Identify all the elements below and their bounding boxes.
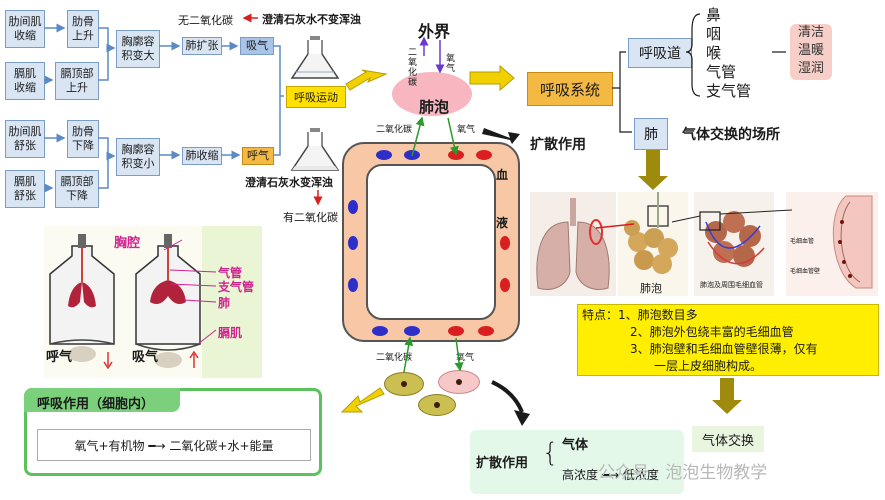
diffusion-box-label: 扩散作用 [476,456,529,471]
feature-line-1: 特点：1、肺泡数目多 [582,308,698,322]
diffusion-rule-label: 高浓度 ━→ 低浓度 [562,468,659,482]
rib-down-box: 肋骨 下降 [67,120,99,158]
respiratory-system-box: 呼吸系统 [527,72,613,106]
model-chest-label: 胸腔 [114,236,141,251]
model-inhale-label: 吸气 [132,350,159,365]
tissue-cell [438,370,480,394]
model-bronchus-label: 支气管 [218,280,255,294]
capillary-image: 肺泡及周围毛细血管 [694,192,774,296]
alveolus-features-box: 特点：1、肺泡数目多 2、肺泡外包绕丰富的毛细血管 3、肺泡壁和毛细血管壁很薄，… [577,304,879,376]
flask-icon-top [290,36,340,79]
model-trachea-label: 气管 [218,266,243,280]
capillary-image-label: 肺泡及周围毛细血管 [700,281,763,289]
model-diaphragm-label: 膈肌 [218,326,243,340]
limewater-turbid-label: 澄清石灰水变浑浊 [245,176,333,189]
organ-trachea: 气管 [706,63,737,81]
watermark-text: 公众号 · 泡泡生物教学 [598,463,768,483]
chest-volume-down-box: 胸廓容 积变小 [116,138,160,176]
alveolus-image: 肺泡 [618,192,688,296]
organ-larynx: 喉 [706,44,722,62]
tissue-cell [418,394,456,416]
diffusion-gas-label: 气体 [562,438,589,453]
organ-pharynx: 咽 [706,25,722,43]
flask-icon-bottom [290,128,340,171]
lung-box: 肺 [634,118,668,150]
has-co2-label: 有二氧化碳 [283,211,338,224]
diaphragm-relax-box: 膈肌 舒张 [5,170,45,208]
blood-vessel-loop [342,142,520,342]
model-lung-label: 肺 [218,296,231,310]
cell-respiration-box: 呼吸作用（细胞内） 氧气+有机物 ━→ 二氧化碳+水+能量 [24,388,322,476]
alveolus-label: 肺泡 [419,98,450,116]
diaphragm-contract-box: 膈肌 收缩 [5,62,45,100]
organ-bronchus: 支气管 [706,82,752,100]
feature-line-3: 3、肺泡壁和毛细血管壁很薄，仅有 [630,342,818,356]
capillary-wall-image: 毛细血管 毛细血管壁 [786,192,878,296]
co2-top-label: 二氧化碳 [376,125,413,135]
outside-label: 外界 [418,22,451,41]
inhale-box: 吸气 [240,37,274,55]
tract-functions-box: 清洁 温暖 湿润 [790,24,832,80]
respiration-equation: 氧气+有机物 ━→ 二氧化碳+水+能量 [37,429,311,461]
chest-volume-up-box: 胸廓容 积变大 [116,30,160,68]
lung-shrink-box: 肺收缩 [182,147,222,165]
blood-label-1: 血 [496,168,509,182]
feature-line-4: 一层上皮细胞构成。 [654,359,763,373]
cap-small-label-2: 毛细血管壁 [790,268,821,275]
alveolus-blob [392,72,472,116]
breathing-movement-box: 呼吸运动 [286,86,346,108]
o2-bottom-label: 氧气 [456,353,475,363]
gas-exchange-box: 气体交换 [692,426,764,452]
o2-vertical-label: 氧气 [446,54,456,74]
exhale-box: 呼气 [242,147,274,165]
diffusion-box: 扩散作用 { 气体 高浓度 ━→ 低浓度 [470,430,684,494]
dome-up-box: 膈顶部 下降 [55,170,99,208]
blood-label-2: 液 [496,216,509,230]
no-co2-label: 无二氧化碳 [178,14,233,27]
limewater-clear-label: 澄清石灰水不变浑浊 [262,13,361,26]
o2-top-label: 氧气 [457,125,476,135]
bell-jar-model: 胸腔 气管 支气管 肺 膈肌 呼气 吸气 [44,226,262,378]
organ-nose: 鼻 [706,6,722,24]
cap-small-label-1: 毛细血管 [790,238,815,245]
co2-bottom-label: 二氧化碳 [376,353,413,363]
diffusion-label: 扩散作用 [530,137,586,153]
co2-vertical-label: 二氧化碳 [408,48,418,88]
lung-expand-box: 肺扩张 [182,37,222,55]
lungs-image [530,192,616,296]
alveolus-image-label: 肺泡 [640,282,662,295]
tract-organ-list: 鼻 咽 喉 气管 支气管 [706,6,751,101]
model-exhale-label: 呼气 [46,350,73,365]
cell-respiration-title: 呼吸作用（细胞内） [37,397,155,412]
intercostal-relax-box: 肋间肌 舒张 [5,120,45,158]
intercostal-contract-box: 肋间肌 收缩 [5,10,45,48]
respiratory-tract-box: 呼吸道 [628,38,692,68]
rib-up-box: 肋骨 上升 [67,10,99,48]
feature-line-2: 2、肺泡外包绕丰富的毛细血管 [630,325,794,339]
lung-role-label: 气体交换的场所 [682,127,780,143]
dome-down-box: 膈顶部 上升 [55,62,99,100]
tissue-cell [384,372,424,396]
